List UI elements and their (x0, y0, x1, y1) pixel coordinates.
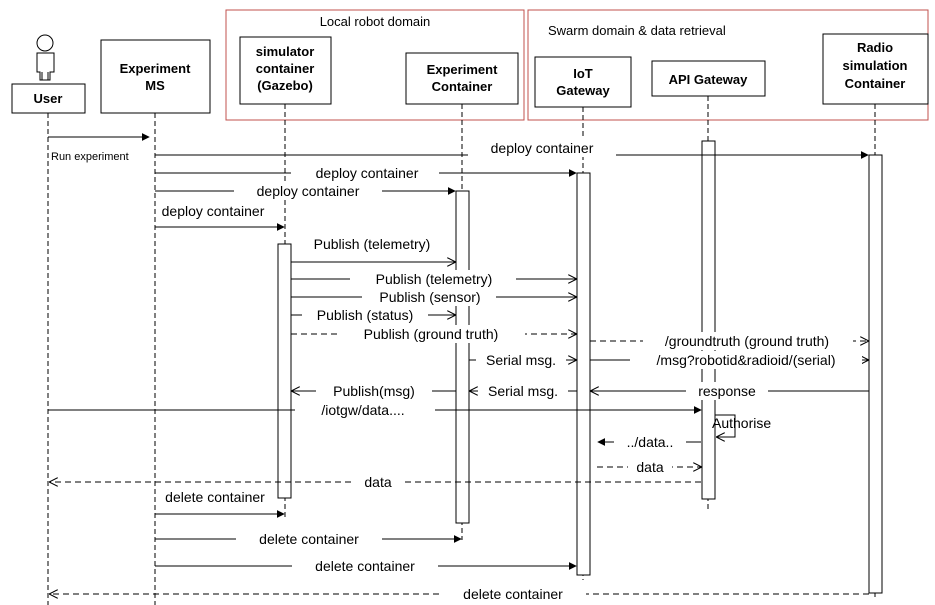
data-user-label: data (364, 474, 391, 490)
svg-text:Gateway: Gateway (556, 83, 610, 98)
radio-activation-bar (868, 154, 883, 594)
serial-msg-1-label: Serial msg. (486, 352, 556, 368)
radio-box[interactable] (822, 33, 929, 105)
svg-text:Radio: Radio (857, 40, 893, 55)
response-label: response (698, 383, 756, 399)
data-reply-label: data (636, 459, 663, 475)
svg-text:(Gazebo): (Gazebo) (257, 78, 313, 93)
experiment-ms-label-line-1: Experiment (120, 61, 191, 76)
delete-sim-label: delete container (165, 489, 265, 505)
svg-text:API Gateway: API Gateway (669, 72, 749, 87)
svg-text:Experiment: Experiment (120, 61, 191, 76)
authorise-self-call (715, 414, 736, 437)
radio-label-line-1: Radio (857, 40, 893, 55)
deploy-iot-label: deploy container (316, 165, 419, 181)
deploy-radio-label: deploy container (491, 140, 594, 156)
experiment-ms-label-line-2: MS (145, 78, 165, 93)
iotgw-data-label: /iotgw/data.... (321, 402, 404, 418)
user-label: User (34, 91, 63, 106)
swarm-domain-label: Swarm domain & data retrieval (548, 23, 726, 38)
run-experiment-label: Run experiment (51, 151, 129, 163)
svg-text:IoT: IoT (573, 66, 593, 81)
simulator-label-line-1: simulator (256, 44, 315, 59)
svg-text:container: container (256, 61, 315, 76)
iot-gateway-activation-bar (576, 172, 591, 576)
local-robot-domain-frame (225, 9, 525, 121)
publish-msg-label: Publish(msg) (333, 383, 415, 399)
data-query-label: ../data.. (627, 434, 674, 450)
deploy-exp-label: deploy container (257, 183, 360, 199)
iot-gateway-label-line-2: Gateway (556, 83, 610, 98)
user-actor-icon (36, 34, 55, 81)
radio-label-line-2: simulation (842, 58, 907, 73)
iot-gateway-label-line-1: IoT (573, 66, 593, 81)
svg-text:simulator: simulator (256, 44, 315, 59)
local-robot-domain-label: Local robot domain (320, 14, 431, 29)
deploy-sim-label: deploy container (162, 203, 265, 219)
msg-robotid-label: /msg?robotid&radioid/(serial) (657, 352, 836, 368)
publish-telemetry-1-label: Publish (telemetry) (314, 236, 431, 252)
publish-sensor-label: Publish (sensor) (379, 289, 480, 305)
publish-status-label: Publish (status) (317, 307, 413, 323)
radio-label-line-3: Container (845, 76, 906, 91)
simulator-label-line-3: (Gazebo) (257, 78, 313, 93)
simulator-activation-bar (277, 243, 292, 499)
delete-exp-label: delete container (259, 531, 359, 547)
publish-telemetry-2-label: Publish (telemetry) (376, 271, 493, 287)
experiment-container-label-line-1: Experiment (427, 62, 498, 77)
delete-iot-label: delete container (315, 558, 415, 574)
user-box[interactable] (11, 83, 86, 114)
publish-ground-truth-label: Publish (ground truth) (364, 326, 499, 342)
experiment-ms-box[interactable] (100, 39, 211, 114)
simulator-box[interactable] (239, 36, 332, 105)
authorise-label: Authorise (712, 415, 771, 431)
api-gateway-activation-bar (701, 140, 716, 500)
experiment-container-activation-bar (455, 190, 470, 524)
api-gateway-label: API Gateway (669, 72, 749, 87)
svg-text:Container: Container (845, 76, 906, 91)
svg-text:MS: MS (145, 78, 165, 93)
experiment-container-box[interactable] (405, 52, 519, 105)
simulator-label-line-2: container (256, 61, 315, 76)
groundtruth-api-label: /groundtruth (ground truth) (665, 333, 829, 349)
delete-radio-label: delete container (463, 586, 563, 602)
iot-gateway-box[interactable] (534, 56, 632, 108)
svg-text:Container: Container (432, 79, 493, 94)
api-gateway-box[interactable] (651, 60, 766, 97)
svg-text:Experiment: Experiment (427, 62, 498, 77)
experiment-container-label-line-2: Container (432, 79, 493, 94)
serial-msg-2-label: Serial msg. (488, 383, 558, 399)
svg-text:simulation: simulation (842, 58, 907, 73)
